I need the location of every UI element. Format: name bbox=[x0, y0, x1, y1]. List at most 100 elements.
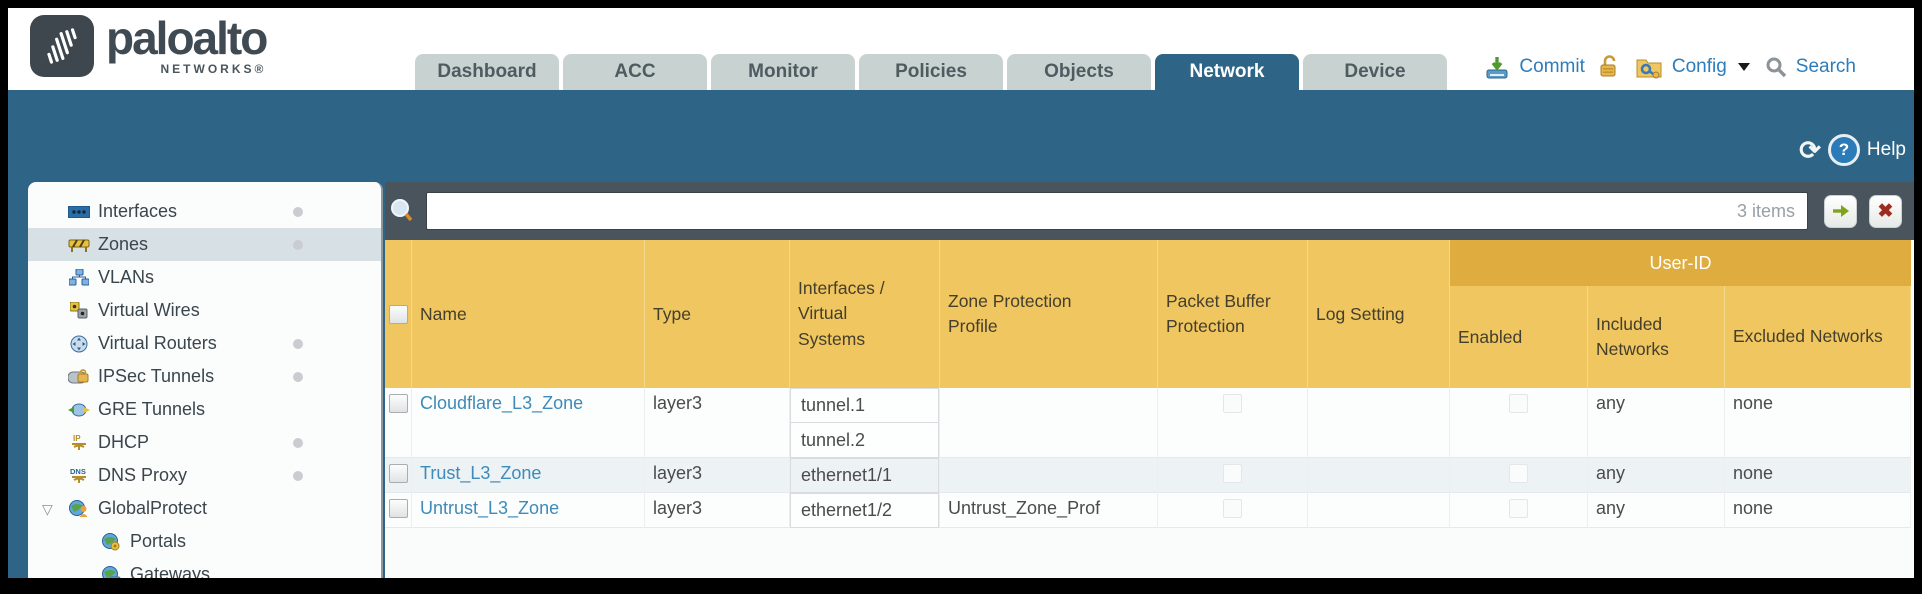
status-dot bbox=[293, 372, 303, 382]
main-nav-tabs: Dashboard ACC Monitor Policies Objects N… bbox=[415, 54, 1447, 90]
row-checkbox[interactable] bbox=[388, 464, 408, 483]
sidebar-item-dhcp[interactable]: IP DHCP bbox=[28, 426, 381, 459]
help-icon[interactable]: ? bbox=[1827, 134, 1860, 166]
sidebar-item-virtual-routers[interactable]: Virtual Routers bbox=[28, 327, 381, 360]
column-header-enabled[interactable]: Enabled bbox=[1450, 286, 1588, 388]
status-dot bbox=[293, 438, 303, 448]
select-all-cell bbox=[385, 240, 412, 388]
sidebar-item-virtual-wires[interactable]: Virtual Wires bbox=[28, 294, 381, 327]
packet-buffer-protection-checkbox[interactable] bbox=[1223, 394, 1242, 413]
dns-proxy-icon: DNS bbox=[68, 467, 90, 485]
column-header-included-networks[interactable]: Included Networks bbox=[1588, 286, 1725, 388]
sidebar-item-zones[interactable]: Zones bbox=[28, 228, 381, 261]
sidebar-item-globalprotect[interactable]: ▽ GlobalProtect bbox=[28, 492, 381, 525]
zones-table: Name Type Interfaces / Virtual Systems Z… bbox=[385, 240, 1911, 528]
row-checkbox[interactable] bbox=[388, 499, 408, 518]
sidebar-item-gateways[interactable]: Gateways bbox=[28, 558, 381, 578]
lock-icon[interactable] bbox=[1598, 55, 1620, 79]
tab-network[interactable]: Network bbox=[1155, 54, 1299, 90]
sidebar-item-label: IPSec Tunnels bbox=[98, 366, 215, 386]
zone-protection-profile bbox=[940, 388, 1158, 458]
commit-button[interactable]: Commit bbox=[1519, 56, 1585, 77]
search-button[interactable]: Search bbox=[1795, 56, 1856, 77]
column-header-interfaces[interactable]: Interfaces / Virtual Systems bbox=[790, 240, 940, 388]
sidebar-item-ipsec-tunnels[interactable]: IPSec Tunnels bbox=[28, 360, 381, 393]
commit-icon bbox=[1484, 54, 1510, 80]
tab-monitor[interactable]: Monitor bbox=[711, 54, 855, 90]
included-networks: any bbox=[1588, 458, 1725, 493]
portals-icon bbox=[100, 532, 122, 551]
column-header-zone-protection-profile[interactable]: Zone Protection Profile bbox=[940, 240, 1158, 388]
app-window: paloalto NETWORKS® Dashboard ACC Monitor… bbox=[8, 8, 1914, 578]
sidebar-item-label: DHCP bbox=[98, 432, 150, 452]
chevron-down-icon[interactable] bbox=[1737, 63, 1750, 71]
excluded-networks: none bbox=[1725, 388, 1911, 458]
svg-text:DNS: DNS bbox=[70, 467, 86, 476]
sidebar-item-label: Portals bbox=[130, 531, 187, 551]
vlans-icon bbox=[68, 269, 90, 287]
included-networks: any bbox=[1588, 388, 1725, 458]
brand-name: paloalto bbox=[106, 12, 268, 64]
zone-name-link[interactable]: Trust_L3_Zone bbox=[420, 463, 542, 483]
user-id-enabled-checkbox[interactable] bbox=[1509, 464, 1528, 483]
column-header-log-setting[interactable]: Log Setting bbox=[1308, 240, 1450, 388]
paloalto-logo: paloalto NETWORKS® bbox=[30, 12, 268, 77]
interfaces-icon bbox=[68, 203, 90, 221]
tab-acc[interactable]: ACC bbox=[563, 54, 707, 90]
user-id-enabled-checkbox[interactable] bbox=[1509, 394, 1528, 413]
filter-input[interactable]: 3 items bbox=[426, 192, 1808, 230]
gre-tunnels-icon bbox=[68, 401, 90, 419]
row-checkbox[interactable] bbox=[388, 394, 408, 413]
sidebar-item-gre-tunnels[interactable]: GRE Tunnels bbox=[28, 393, 381, 426]
gateways-icon bbox=[100, 565, 122, 578]
sidebar-item-dns-proxy[interactable]: DNS DNS Proxy bbox=[28, 459, 381, 492]
column-header-excluded-networks[interactable]: Excluded Networks bbox=[1725, 286, 1911, 388]
top-bar: paloalto NETWORKS® Dashboard ACC Monitor… bbox=[8, 8, 1914, 90]
status-dot bbox=[293, 207, 303, 217]
tab-device[interactable]: Device bbox=[1303, 54, 1447, 90]
tab-dashboard[interactable]: Dashboard bbox=[415, 54, 559, 90]
sidebar-item-interfaces[interactable]: Interfaces bbox=[28, 195, 381, 228]
status-dot bbox=[293, 471, 303, 481]
brand-subtext: NETWORKS® bbox=[160, 62, 267, 76]
zone-type: layer3 bbox=[645, 493, 790, 528]
config-menu[interactable]: Config bbox=[1671, 56, 1727, 77]
status-dot bbox=[293, 240, 303, 250]
interface-item: tunnel.1 bbox=[790, 388, 939, 423]
sidebar-item-vlans[interactable]: VLANs bbox=[28, 261, 381, 294]
packet-buffer-protection-checkbox[interactable] bbox=[1223, 464, 1242, 483]
filter-search-icon bbox=[390, 198, 414, 224]
green-arrow-icon bbox=[1832, 205, 1849, 217]
sidebar-item-label: Zones bbox=[98, 234, 149, 254]
zone-name-link[interactable]: Untrust_L3_Zone bbox=[420, 498, 560, 518]
packet-buffer-protection-checkbox[interactable] bbox=[1223, 499, 1242, 518]
globalprotect-icon bbox=[68, 499, 90, 518]
column-header-type[interactable]: Type bbox=[645, 240, 790, 388]
column-header-packet-buffer-protection[interactable]: Packet Buffer Protection bbox=[1158, 240, 1308, 388]
zone-protection-profile: Untrust_Zone_Prof bbox=[940, 493, 1158, 528]
virtual-routers-icon bbox=[68, 335, 90, 353]
clear-filter-button[interactable]: ✖ bbox=[1869, 194, 1902, 228]
filter-bar: 3 items ✖ bbox=[385, 182, 1914, 240]
sidebar-item-label: Virtual Wires bbox=[98, 300, 200, 320]
column-header-name[interactable]: Name bbox=[412, 240, 645, 388]
tab-objects[interactable]: Objects bbox=[1007, 54, 1151, 90]
tab-policies[interactable]: Policies bbox=[859, 54, 1003, 90]
sidebar-item-portals[interactable]: Portals bbox=[28, 525, 381, 558]
zone-name-link[interactable]: Cloudflare_L3_Zone bbox=[420, 393, 584, 413]
table-row: Untrust_L3_Zone layer3 ethernet1/2 Untru… bbox=[385, 493, 1911, 528]
config-icon bbox=[1635, 54, 1663, 80]
apply-filter-button[interactable] bbox=[1824, 194, 1857, 228]
sidebar-item-label: VLANs bbox=[98, 267, 155, 287]
virtual-wires-icon bbox=[68, 302, 90, 320]
utility-bar: Commit Config bbox=[1484, 54, 1856, 80]
select-all-checkbox[interactable] bbox=[388, 304, 408, 324]
refresh-icon[interactable]: ⟳ bbox=[1799, 135, 1821, 165]
sidebar-item-label: Interfaces bbox=[98, 201, 178, 221]
zone-protection-profile bbox=[940, 458, 1158, 493]
user-id-enabled-checkbox[interactable] bbox=[1509, 499, 1528, 518]
help-label[interactable]: Help bbox=[1866, 139, 1906, 160]
expand-triangle-icon[interactable]: ▽ bbox=[42, 501, 53, 517]
status-dot bbox=[293, 339, 303, 349]
paloalto-logo-icon bbox=[30, 15, 94, 77]
